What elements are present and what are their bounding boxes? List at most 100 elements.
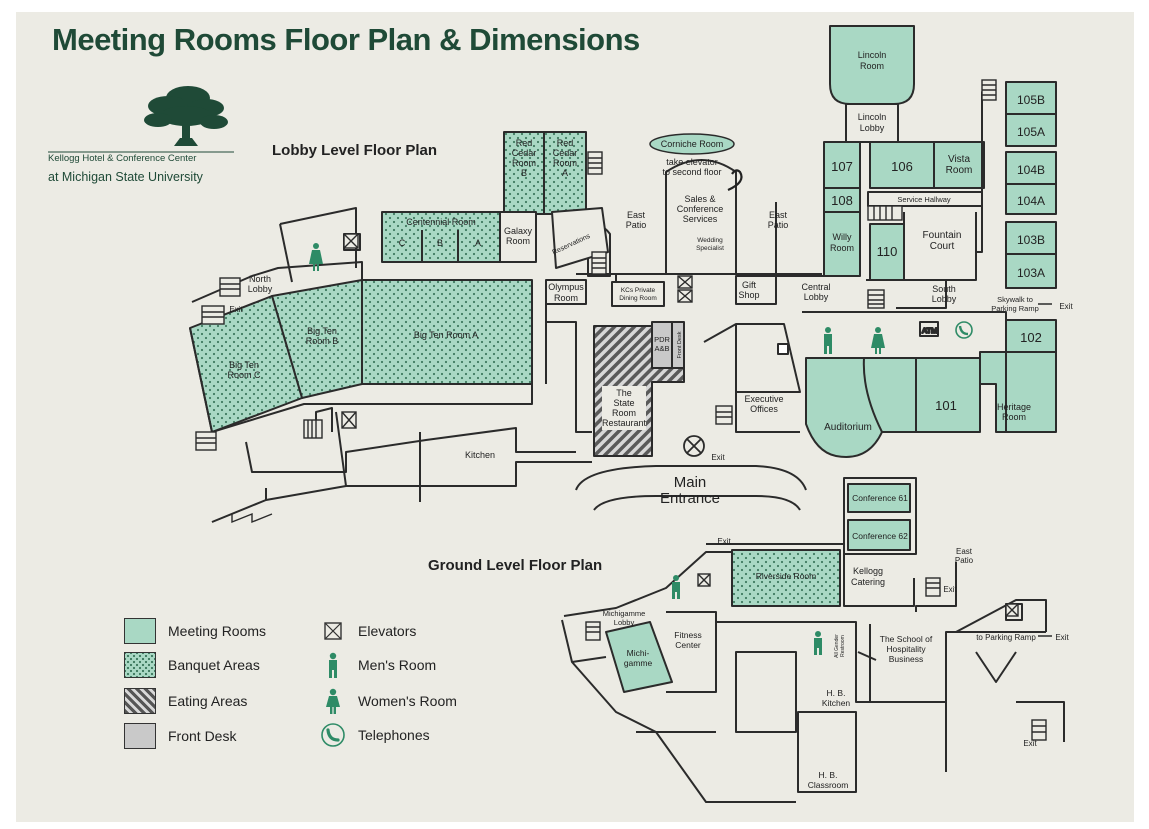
exit-patio-label: Exit [943,585,957,594]
front-desk-map-label: Front Desk [677,331,683,358]
michigamme-label: Michi-gamme [624,648,653,668]
legend-telephones: Telephones [320,720,430,750]
men-room-icon [320,652,346,678]
exit-marker-icon [683,435,705,457]
room-108-label: 108 [831,193,853,208]
red-cedar-room-a [543,131,587,215]
banquet-swatch [124,652,156,678]
conference-62-label: Conference 62 [852,531,908,541]
room-101-label: 101 [935,398,957,413]
galaxy-room [499,211,537,263]
centennial-room-label: Centennial Room [406,217,476,227]
legend-front-desk-label: Front Desk [168,728,237,744]
stairs [195,79,1047,741]
room-107-label: 107 [831,159,853,174]
elevator-icon [320,618,346,644]
riverside-room-label: Riverside Room [756,571,816,581]
michigamme-room [605,621,673,693]
room-104a [1005,183,1057,215]
exit-north-label: Exit [229,305,243,314]
meeting-swatch [124,618,156,644]
auditorium [805,357,917,458]
logo-name: Kellogg Hotel & Conference Center [48,153,197,164]
legend-eating-label: Eating Areas [168,693,248,709]
room-104a-label: 104A [1017,194,1045,208]
room-105b-label: 105B [1017,93,1045,107]
telephone-icon [320,722,346,748]
room-110-label: 110 [877,244,898,259]
conference-61-label: Conference 61 [852,493,908,503]
kitchen-label: Kitchen [465,450,495,460]
map-legend: Meeting Rooms Banquet Areas Eating Areas… [124,616,504,766]
page-title: Meeting Rooms Floor Plan & Dimensions [52,22,640,57]
legend-mens-room: Men's Room [320,650,436,680]
olympus-room [545,279,587,305]
atm-box [919,321,939,337]
women-room-icon [309,243,323,271]
legend-meeting-label: Meeting Rooms [168,623,267,639]
legend-eating-areas: Eating Areas [124,686,247,716]
curved-arrow-icon [727,169,743,192]
legend-front-desk: Front Desk [124,721,236,751]
women-room-icon [871,327,885,354]
ground-level-title: Ground Level Floor Plan [428,557,603,574]
kcs-private-dining [611,281,665,307]
room-103a [1005,253,1057,289]
legend-elevators: Elevators [320,616,416,646]
eating-swatch [124,688,156,714]
hb-classroom-label: H. B.Classroom [808,770,849,790]
corniche-room [649,133,735,155]
front-desk-swatch [124,723,156,749]
conference-61 [847,483,911,513]
floor-plan-poster: Meeting Rooms Floor Plan & Dimensions Ke… [16,12,1134,822]
centennial-a-label: A [475,238,481,248]
men-room-icon [672,575,680,599]
men-room-icon [814,631,822,655]
hb-kitchen-label: H. B.Kitchen [822,688,851,708]
centennial-c-label: C [399,238,406,248]
atm-label: ATM [922,326,937,335]
lincoln-lobby [845,103,899,143]
red-cedar-room-b [503,131,545,215]
tree-logo-icon [48,86,234,153]
legend-banquet-areas: Banquet Areas [124,650,260,680]
room-104b [1005,151,1057,185]
exit-parking-label: Exit [1055,633,1069,642]
corniche-room-label: Corniche Room [661,139,724,149]
legend-banquet-label: Banquet Areas [168,657,260,673]
big-ten-a-label: Big Ten Room A [414,330,478,340]
vista-room [933,141,985,189]
room-105b [1005,81,1057,115]
exit-skywalk-label: Exit [1059,302,1073,311]
legend-womens-room: Women's Room [320,686,457,716]
room-104b-label: 104B [1017,163,1045,177]
legend-telephones-label: Telephones [358,727,430,743]
lobby-level-title: Lobby Level Floor Plan [272,142,438,159]
to-parking-ramp-label: to Parking Ramp [976,633,1036,642]
floor-plan-map: ATM [189,25,1073,803]
auditorium-label: Auditorium [824,422,872,433]
